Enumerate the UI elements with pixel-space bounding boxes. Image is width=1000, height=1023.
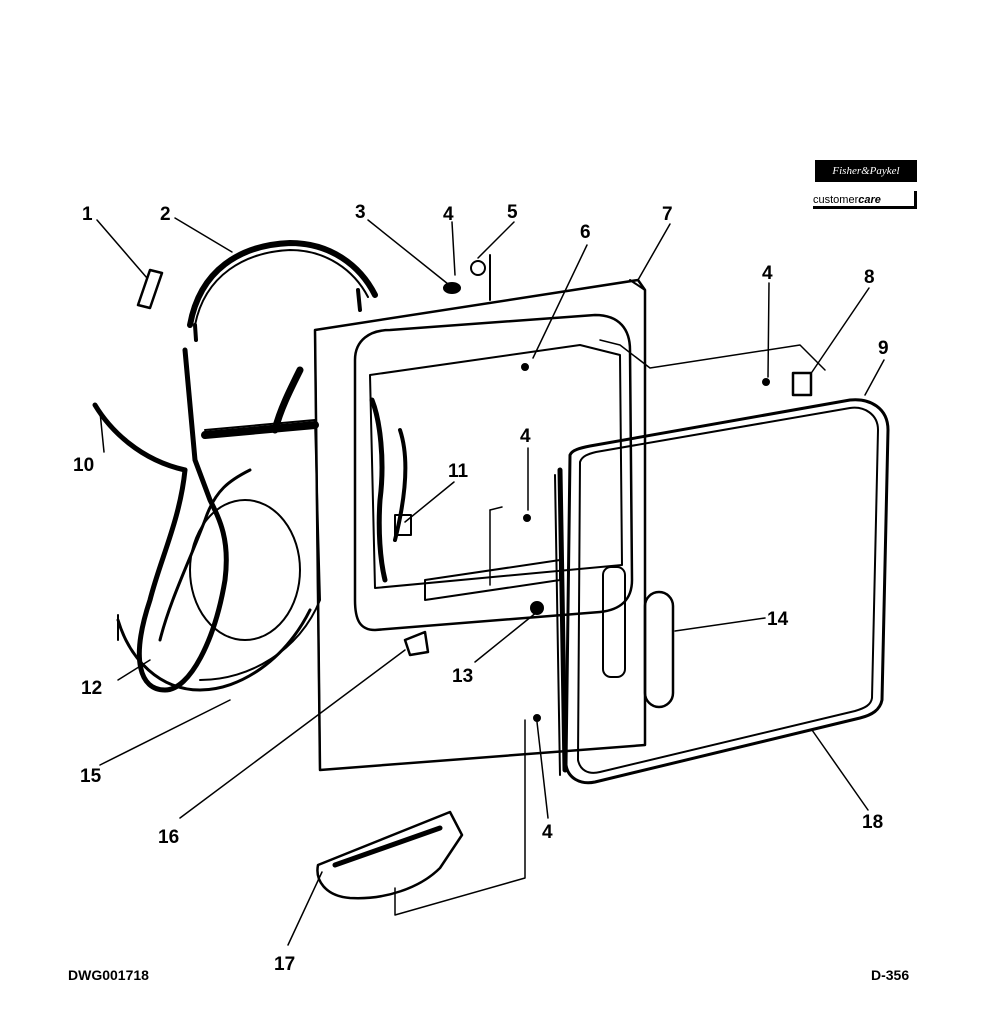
part-3-5-screws <box>443 254 491 301</box>
callout-5: 5 <box>507 202 518 223</box>
callout-7: 7 <box>662 204 673 225</box>
drawing-number: DWG001718 <box>68 967 149 983</box>
callout-15: 15 <box>80 766 102 787</box>
customer-care-logo: customercare <box>813 191 917 209</box>
callout-13: 13 <box>452 666 474 687</box>
callout-11: 11 <box>448 461 469 482</box>
callout-8: 8 <box>864 267 875 288</box>
callout-18: 18 <box>862 812 884 833</box>
callout-4b: 4 <box>762 263 773 284</box>
part-7-front-panel <box>313 278 647 772</box>
callout-16: 16 <box>158 827 180 848</box>
callout-1: 1 <box>82 204 93 225</box>
part-1-strip <box>136 268 164 310</box>
door-assembly <box>523 398 890 785</box>
callout-12: 12 <box>81 678 103 699</box>
part-17-drawer <box>316 719 526 916</box>
part-8-hinge <box>599 339 826 397</box>
callout-17: 17 <box>274 954 296 975</box>
customer-care-suffix: care <box>858 194 881 206</box>
callout-14: 14 <box>767 609 789 630</box>
callout-3: 3 <box>355 202 366 223</box>
rear-seal-assembly <box>92 347 321 693</box>
leader-lines <box>96 217 885 946</box>
customer-care-prefix: customer <box>813 194 859 206</box>
callout-4c: 4 <box>520 426 531 447</box>
callout-9: 9 <box>878 338 889 359</box>
callout-10: 10 <box>73 455 95 476</box>
page-code: D-356 <box>871 967 910 983</box>
callout-4d: 4 <box>542 822 553 843</box>
brand-logo: Fisher&Paykel <box>815 160 917 182</box>
callout-2: 2 <box>160 204 171 225</box>
part-2-top-bracket <box>187 240 378 342</box>
callout-6: 6 <box>580 222 591 243</box>
callout-4a: 4 <box>443 204 454 225</box>
